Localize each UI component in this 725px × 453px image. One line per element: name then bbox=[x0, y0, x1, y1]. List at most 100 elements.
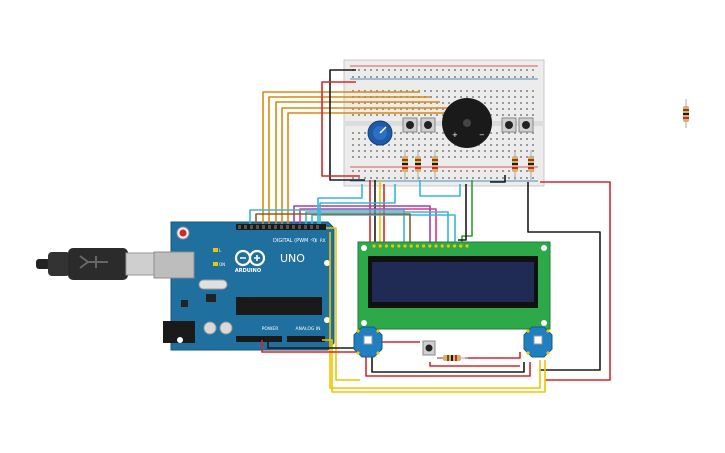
wire-blue[interactable] bbox=[319, 184, 396, 224]
resistor[interactable] bbox=[437, 355, 468, 361]
wire-orange[interactable] bbox=[287, 112, 456, 224]
piezo-buzzer[interactable]: + − bbox=[442, 98, 492, 148]
wire-yellow[interactable] bbox=[322, 339, 546, 393]
breadboard-hole bbox=[364, 132, 366, 134]
breadboard-hole bbox=[466, 150, 468, 152]
breadboard-hole bbox=[496, 90, 498, 92]
wire-green[interactable] bbox=[461, 180, 473, 244]
breadboard-hole bbox=[358, 114, 360, 116]
breadboard-hole bbox=[496, 102, 498, 104]
breadboard-hole bbox=[424, 150, 426, 152]
breadboard-hole bbox=[472, 90, 474, 92]
pushbutton[interactable] bbox=[420, 117, 436, 133]
breadboard-hole bbox=[352, 132, 354, 134]
wire-red[interactable] bbox=[429, 362, 520, 367]
wire-red[interactable] bbox=[321, 81, 360, 177]
wire-brown[interactable] bbox=[255, 213, 411, 244]
breadboard-hole bbox=[448, 150, 450, 152]
wire-yellow[interactable] bbox=[329, 232, 541, 389]
wire-pink[interactable] bbox=[299, 208, 437, 244]
resistor[interactable] bbox=[512, 150, 518, 180]
breadboard-hole bbox=[382, 108, 384, 110]
wire-orange[interactable] bbox=[275, 101, 440, 224]
wire-red[interactable] bbox=[540, 181, 611, 381]
resistor[interactable] bbox=[528, 150, 534, 180]
wire-blue[interactable] bbox=[311, 214, 456, 244]
sensor-breakout-left[interactable] bbox=[353, 326, 383, 358]
sensor-breakout-right[interactable] bbox=[523, 326, 553, 358]
wire-blue[interactable] bbox=[317, 184, 363, 224]
wire-black[interactable] bbox=[490, 175, 506, 183]
wire-black[interactable] bbox=[527, 182, 601, 371]
breadboard-hole bbox=[406, 144, 408, 146]
breadboard-hole bbox=[460, 96, 462, 98]
breadboard-hole bbox=[502, 177, 504, 179]
pushbutton[interactable] bbox=[501, 117, 517, 133]
loose-resistor[interactable] bbox=[683, 99, 689, 128]
wire-orange[interactable] bbox=[262, 91, 420, 224]
breadboard-hole bbox=[382, 114, 384, 116]
potentiometer[interactable] bbox=[367, 120, 393, 146]
wire-black[interactable] bbox=[329, 69, 365, 181]
breadboard-hole bbox=[376, 69, 378, 71]
wire-purple[interactable] bbox=[293, 205, 431, 244]
breadboard-hole bbox=[406, 132, 408, 134]
wire-red[interactable] bbox=[465, 352, 521, 359]
breadboard-hole bbox=[370, 114, 372, 116]
breadboard-hole bbox=[532, 90, 534, 92]
pushbutton[interactable] bbox=[402, 117, 418, 133]
wire-blue[interactable] bbox=[249, 209, 405, 244]
wire-blue[interactable] bbox=[305, 211, 449, 244]
wires bbox=[249, 69, 611, 393]
breadboard-hole bbox=[484, 150, 486, 152]
lcd-module[interactable] bbox=[357, 241, 551, 330]
breadboard-hole bbox=[364, 108, 366, 110]
pushbutton-small[interactable] bbox=[422, 340, 436, 356]
breadboard-hole bbox=[526, 138, 528, 140]
tx-label: TX bbox=[311, 238, 317, 243]
resistor[interactable] bbox=[432, 150, 438, 180]
breadboard-hole bbox=[358, 144, 360, 146]
breadboard-hole bbox=[382, 102, 384, 104]
resistor[interactable] bbox=[402, 150, 408, 180]
breadboard-hole bbox=[358, 102, 360, 104]
breadboard-hole bbox=[502, 108, 504, 110]
breadboard-hole bbox=[424, 69, 426, 71]
breadboard-hole bbox=[376, 177, 378, 179]
power-header bbox=[236, 336, 282, 342]
breadboard-hole bbox=[436, 114, 438, 116]
usb-cable bbox=[36, 248, 157, 280]
wire-red[interactable] bbox=[365, 356, 531, 377]
breadboard-hole bbox=[382, 170, 384, 172]
breadboard-hole bbox=[448, 102, 450, 104]
wire-black[interactable] bbox=[267, 340, 358, 349]
breadboard-hole bbox=[520, 144, 522, 146]
wire-yellow[interactable] bbox=[326, 227, 360, 381]
breadboard-hole bbox=[430, 76, 432, 78]
lcd-pin bbox=[465, 244, 469, 248]
on-led-label: ON bbox=[219, 262, 225, 267]
mount-hole bbox=[177, 337, 183, 343]
breadboard-hole bbox=[394, 76, 396, 78]
breadboard-hole bbox=[484, 170, 486, 172]
mount-hole bbox=[541, 320, 547, 326]
breadboard-hole bbox=[370, 69, 372, 71]
arduino-board[interactable]: DIGITAL (PWM ~) TX RX ARDUINO UNO L ON P… bbox=[153, 221, 335, 351]
breadboard-hole bbox=[358, 132, 360, 134]
breadboard-hole bbox=[454, 96, 456, 98]
breadboard-hole bbox=[508, 170, 510, 172]
breadboard-hole bbox=[352, 156, 354, 158]
breadboard-hole bbox=[400, 102, 402, 104]
pushbutton[interactable] bbox=[518, 117, 534, 133]
wire-black[interactable] bbox=[371, 356, 525, 373]
wire-orange[interactable] bbox=[268, 96, 430, 224]
wire-black[interactable] bbox=[458, 184, 467, 241]
breadboard-hole bbox=[364, 150, 366, 152]
wire-orange[interactable] bbox=[281, 107, 448, 224]
resistor[interactable] bbox=[415, 150, 421, 180]
breadboard-hole bbox=[478, 69, 480, 71]
reset-button[interactable] bbox=[179, 229, 187, 237]
breadboard-hole bbox=[394, 150, 396, 152]
wire-blue[interactable] bbox=[419, 180, 461, 197]
wire-red[interactable] bbox=[261, 340, 358, 353]
